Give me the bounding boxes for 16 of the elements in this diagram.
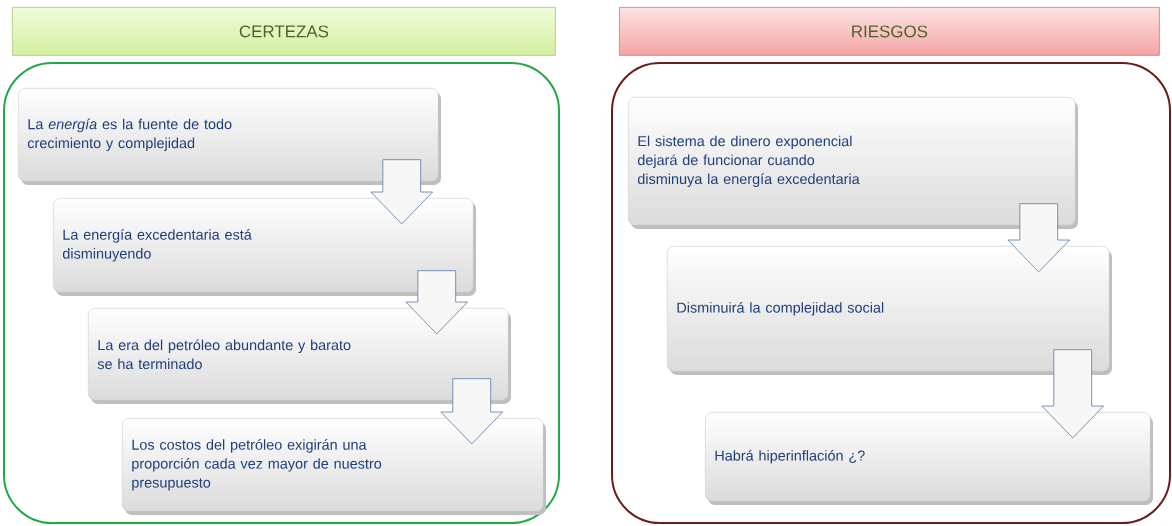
step-box: Los costos del petróleo exigirán una proporción cada vez mayor de nuestro presupuesto (122, 418, 546, 515)
step-box: El sistema de dinero exponencial dejará de funcionar cuando disminuya la energía excedentaria (628, 97, 1078, 229)
block-arrow (405, 270, 469, 335)
header-band: RIESGOS (619, 7, 1160, 56)
step-box: Habrá hiperinflación ¿? (705, 412, 1153, 505)
step-box: La energía es la fuente de todo crecimiento y complejidad (18, 88, 441, 185)
header-band: CERTEZAS (12, 7, 556, 56)
step-box: La energía excedentaria está disminuyendo (53, 198, 476, 296)
panel-frame (3, 62, 560, 524)
step-box: Disminuirá la complejidad social (667, 246, 1112, 375)
block-arrow (440, 378, 504, 445)
panel-frame (611, 62, 1171, 524)
block-arrow (370, 159, 434, 225)
step-box: La era del petróleo abundante y barato se ha terminado (88, 308, 511, 404)
block-arrow (1041, 349, 1105, 439)
block-arrow (1007, 203, 1071, 273)
